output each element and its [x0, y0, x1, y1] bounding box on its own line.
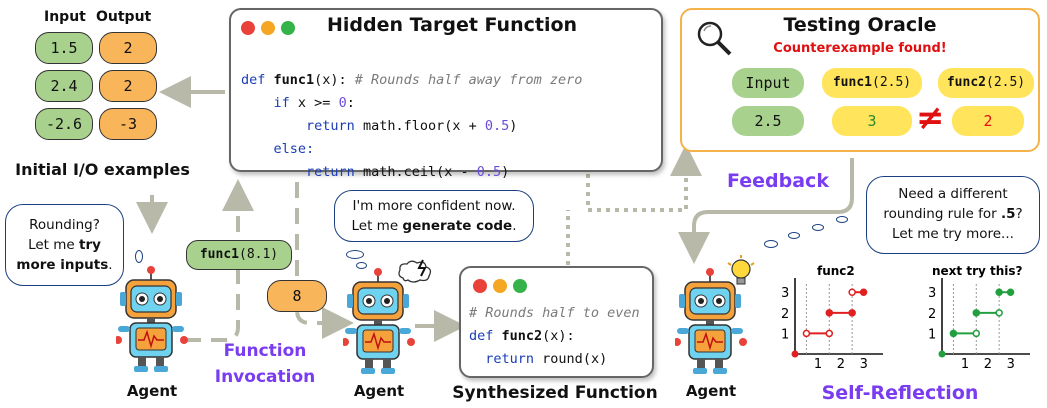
io-input-cell: 1.5: [35, 32, 93, 64]
agent3-speech-bubble: Need a different rounding rule for .5? L…: [866, 176, 1040, 254]
oracle-input-value: 2.5: [732, 106, 804, 136]
step-point: [938, 350, 946, 358]
oracle-func1-label: func1(2.5): [822, 68, 922, 98]
thought-dot-icon: [812, 224, 824, 231]
io-output-cell: 2: [99, 70, 157, 102]
window-dots: [473, 278, 533, 297]
agent1-robot-icon: [116, 266, 188, 373]
close-dot-icon: [241, 21, 255, 35]
step-endpoint: [1006, 288, 1015, 296]
oracle-input-label: Input: [732, 68, 804, 98]
feedback-label: Feedback: [727, 170, 829, 192]
testing-oracle-card: Testing Oracle Counterexample found! Inp…: [680, 8, 1040, 152]
step-endpoint: [995, 288, 1003, 296]
target-function-card: Hidden Target Function def func1(x): # R…: [229, 8, 663, 180]
oracle-func1-value: 3: [832, 106, 912, 136]
arrow-result-down: [295, 182, 354, 339]
oracle-func2-label: func2(2.5): [938, 68, 1034, 98]
not-equal-icon: ≠: [916, 98, 945, 138]
self-reflection-caption: Self-Reflection: [821, 382, 979, 404]
target-title: Hidden Target Function: [327, 14, 578, 36]
synth-function-card: # Rounds half to even def func2(x): retu…: [459, 266, 654, 378]
step-endpoint: [825, 329, 834, 338]
y-tick-label: 3: [781, 286, 789, 301]
magnifier-icon: [697, 21, 732, 56]
io-header-output: Output: [96, 9, 152, 25]
x-tick-label: 3: [860, 357, 868, 372]
chart-title: next try this?: [932, 264, 1023, 278]
io-input-cell: -2.6: [35, 108, 93, 140]
maximize-dot-icon: [513, 279, 527, 293]
agent3-label: Agent: [685, 382, 737, 400]
lightbulb-icon: [727, 255, 755, 285]
step-endpoint: [949, 329, 958, 338]
io-input-cell: 2.4: [35, 70, 93, 102]
synth-code: # Rounds half to even def func2(x): retu…: [469, 305, 640, 367]
target-code: def func1(x): # Rounds half away from ze…: [241, 72, 583, 180]
maximize-dot-icon: [281, 21, 295, 35]
arrow-to-oracle: [586, 144, 702, 212]
y-tick-label: 1: [928, 327, 936, 342]
y-tick-label: 2: [928, 307, 936, 322]
thinking-cloud-icon: [398, 259, 432, 283]
oracle-title: Testing Oracle: [783, 14, 937, 36]
step-point: [791, 350, 799, 358]
y-tick-label: 2: [781, 307, 789, 322]
x-tick-label: 2: [837, 357, 845, 372]
invocation-call-pill: func1(8.1): [186, 240, 292, 270]
oracle-subtitle: Counterexample found!: [773, 41, 947, 56]
io-output-cell: -3: [99, 108, 157, 140]
step-endpoint: [848, 288, 856, 296]
arrow-feedback: [678, 158, 854, 264]
io-output-cell: 2: [99, 32, 157, 64]
io-header-input: Input: [44, 9, 86, 25]
x-tick-label: 2: [984, 357, 992, 372]
step-endpoint: [859, 288, 868, 296]
arrow-invocation-up: [185, 179, 254, 342]
thought-dot-icon: [764, 240, 778, 248]
thought-dot-icon: [346, 250, 364, 259]
close-dot-icon: [473, 279, 487, 293]
thought-dot-icon: [356, 262, 367, 269]
y-tick-label: 1: [781, 327, 789, 342]
step-endpoint: [995, 309, 1003, 317]
oracle-func2-value: 2: [952, 106, 1024, 136]
agent1-label: Agent: [126, 382, 178, 400]
x-tick-label: 1: [814, 357, 822, 372]
x-tick-label: 1: [961, 357, 969, 372]
y-tick-label: 3: [928, 286, 936, 301]
step-endpoint: [972, 329, 981, 338]
minimize-dot-icon: [493, 279, 507, 293]
agent2-label: Agent: [353, 382, 405, 400]
x-tick-label: 3: [1007, 357, 1015, 372]
agent1-speech-bubble: Rounding? Let me try more inputs.: [5, 204, 124, 286]
thought-dot-icon: [836, 216, 848, 223]
thought-dot-icon: [788, 232, 800, 239]
invocation-result-pill: 8: [267, 280, 327, 312]
step-endpoint: [825, 309, 834, 317]
synth-caption: Synthesized Function: [452, 383, 658, 403]
io-caption: Initial I/O examples: [15, 160, 190, 179]
chart-title: func2: [817, 264, 855, 278]
step-endpoint: [972, 309, 981, 317]
thought-dot-icon: [135, 250, 143, 263]
window-dots: [241, 20, 301, 39]
agent2-speech-bubble: I'm more confident now. Let me generate …: [334, 190, 534, 242]
step-endpoint: [802, 329, 811, 338]
minimize-dot-icon: [261, 21, 275, 35]
step-endpoint: [848, 309, 856, 317]
